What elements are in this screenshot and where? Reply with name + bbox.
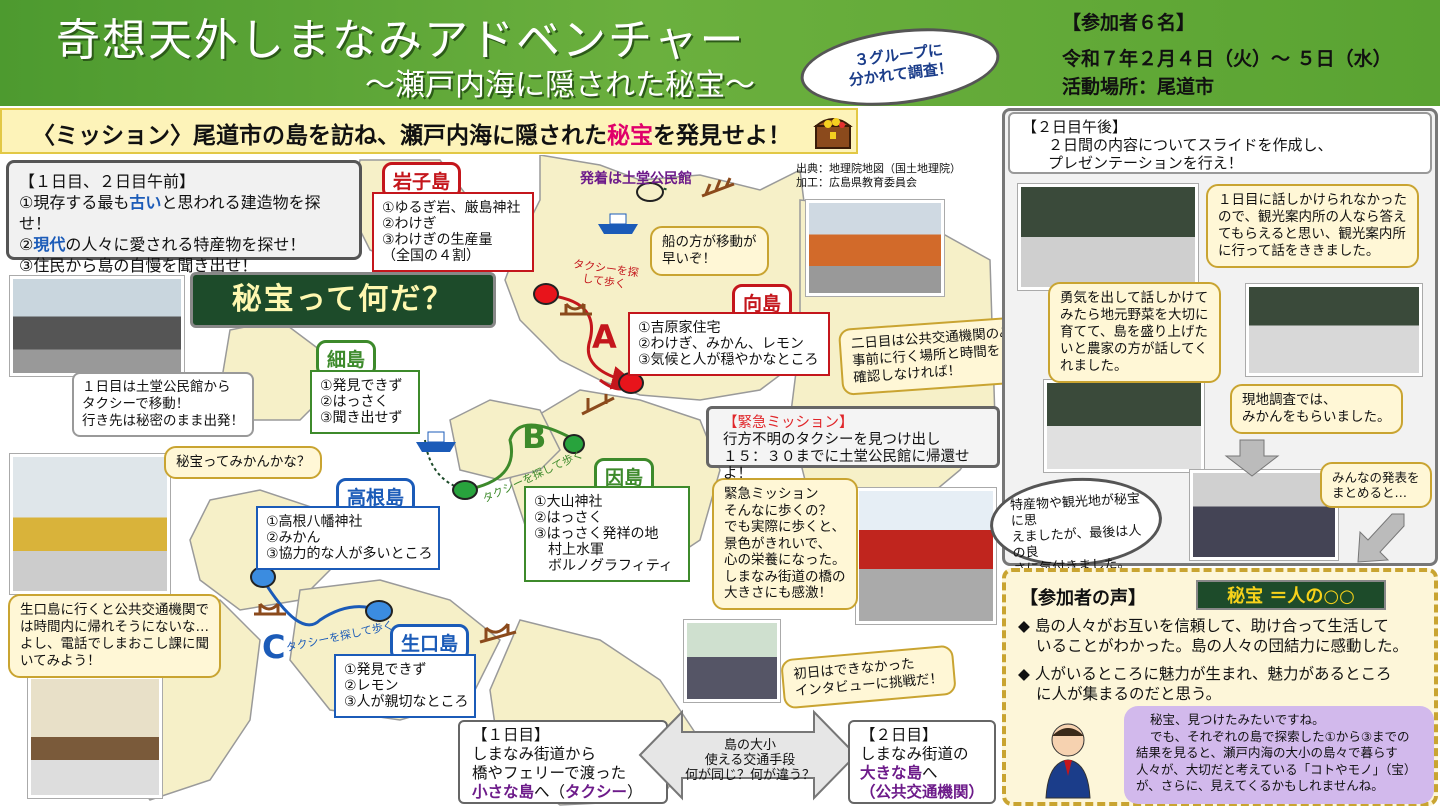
classroom-photo: [1018, 184, 1198, 290]
day1-summary-box: 【１日目】 しまなみ街道から 橋やフェリーで渡った 小さな島へ（タクシー）: [458, 720, 668, 804]
map-source-line1: 出典：地理院地図（国土地理院）: [796, 162, 961, 175]
route-c-label: C: [262, 628, 286, 666]
emergency-line2: １５：３０までに土堂公民館に帰還せよ！: [723, 449, 970, 482]
page-title: 奇想天外しまなみアドベンチャー: [56, 15, 746, 66]
map-source: 出典：地理院地図（国土地理院） 加工：広島県教育委員会: [796, 162, 961, 190]
group-photo: [1190, 470, 1338, 560]
route-a-start-dot: [533, 283, 559, 305]
slide-photo: [1246, 284, 1422, 376]
compare-arrow-text: 島の大小 使える交通手段 何が同じ？何が違う？: [684, 738, 815, 783]
ship-bubble: 船の方が移動が 早いぞ！: [650, 226, 769, 276]
bridge-icon: [254, 602, 286, 616]
ferry-icon: [598, 213, 638, 234]
day1-item3: ③住民から島の自慢を聞き出せ！: [19, 256, 258, 275]
teacher-avatar-icon: [1045, 723, 1091, 799]
ikuchi-note: 生口島に行くと公共交通機関で は時間内に帰れそうにないな… よし、電話でしまおこ…: [8, 594, 221, 678]
day1-mission-box: 【１日目、２日目午前】 ①現存する最も古いと思われる建造物を探せ！ ②現代の人々…: [6, 160, 362, 275]
walk-bubble: 緊急ミッション そんなに歩くの？ でも実際に歩くと、 景色がきれいで、 心の栄養…: [712, 478, 858, 610]
bridge-icon: [479, 623, 517, 644]
teacher-comment-bubble: 秘宝、見つけたみたいですね。 でも、それぞれの島で探索した①から③までの 結果を…: [1124, 706, 1434, 804]
bus-photo: [806, 200, 944, 296]
mikan-gift-bubble: 現地調査では、 みかんをもらいました。: [1230, 384, 1403, 434]
office-photo: [28, 676, 162, 798]
interview-photo: [684, 620, 780, 702]
event-location: 活動場所：尾道市: [1062, 76, 1215, 98]
himitsu-banner: 秘宝って何だ？: [190, 272, 496, 328]
day1-item1: ①現存する最も古いと思われる建造物を探せ！: [19, 193, 321, 233]
header-banner: [0, 0, 1440, 106]
event-dates: 令和７年２月４日（火）〜 ５日（水）: [1062, 48, 1392, 70]
route-b-end-dot: [563, 434, 585, 454]
voice-2: ◆ 人がいるところに魅力が生まれ、魅力があるところ に人が集まるのだと思う。: [1018, 665, 1392, 703]
route-c-end-dot: [365, 600, 393, 622]
emergency-title: 【緊急ミッション】: [723, 415, 854, 431]
island-list-mukai: ①吉原家住宅 ②わけぎ、みかん、レモン ③気候と人が穏やかなところ: [628, 312, 830, 376]
mikan-bubble: 秘宝ってみかんかな？: [164, 446, 323, 479]
day1-heading: 【１日目、２日目午前】: [19, 172, 196, 191]
route-b-label: B: [522, 418, 547, 456]
summary-bubble: みんなの発表を まとめると…: [1320, 462, 1432, 508]
voice-1: ◆ 島の人々がお互いを信頼して、助け合って生活して いることがわかった。島の人々…: [1018, 617, 1409, 655]
island-list-ikuchi: ①発見できず ②レモン ③人が親切なところ: [334, 654, 476, 718]
tourist-office-bubble: １日目に話しかけられなかった ので、観光案内所の人なら答え てもらえると思い、観…: [1206, 184, 1419, 268]
route-a-label: A: [592, 318, 617, 356]
taxi-photo: [10, 276, 184, 376]
secret-equation-banner: 秘宝 ＝人の○○: [1196, 580, 1386, 610]
mission-prefix: 〈ミッション〉尾道市の島を訪ね、瀬戸内海に隠された: [32, 123, 607, 149]
start-point-dot: [636, 182, 664, 202]
participants-count: 【参加者６名】: [1062, 12, 1196, 34]
route-b-start-dot: [452, 480, 478, 500]
map-source-line2: 加工：広島県教育委員会: [796, 176, 917, 189]
emergency-mission-box: 【緊急ミッション】 行方不明のタクシーを見つけ出し １５：３０までに土堂公民館に…: [706, 406, 1000, 482]
citrus-photo: [10, 454, 170, 594]
mission-bar: 〈ミッション〉尾道市の島を訪ね、瀬戸内海に隠された秘宝を発見せよ！: [0, 108, 858, 154]
day2-summary-box: 【２日目】 しまなみ街道の 大きな島へ （公共交通機関）: [848, 720, 996, 804]
island-list-takane: ①高根八幡神社 ②みかん ③協力的な人が多いところ: [256, 506, 440, 570]
taxi-note: １日目は土堂公民館から タクシーで移動！ 行き先は秘密のまま出発！: [72, 372, 254, 437]
page-subtitle: 〜瀬戸内海に隠された秘宝〜: [365, 68, 755, 103]
bridge-icon: [560, 302, 592, 316]
mission-highlight: 秘宝: [607, 123, 653, 149]
mission-suffix: を発見せよ！: [653, 123, 791, 149]
island-list-hoso: ①発見できず ②はっさく ③聞き出せず: [310, 370, 420, 434]
farmer-bubble: 勇気を出して話しかけて みたら地元野菜を大切に 育てて、島を盛り上げた いと農家…: [1048, 282, 1221, 383]
bridge-photo: [856, 488, 996, 624]
treasure-chest-icon: [813, 118, 853, 149]
day1-item2: ②現代の人々に愛される特産物を探せ！: [19, 235, 306, 254]
emergency-line1: 行方不明のタクシーを見つけ出し: [723, 432, 941, 448]
ferry-icon: [416, 431, 456, 452]
bridge-icon: [581, 394, 615, 416]
presentation-photo: [1044, 380, 1204, 472]
bridge-icon: [701, 177, 735, 198]
island-list-iwashi: ①ゆるぎ岩、厳島神社 ②わけぎ ③わけぎの生産量 （全国の４割）: [372, 192, 534, 272]
down-arrow-icon: [1224, 439, 1280, 477]
start-location-label: 発着は土堂公民館: [580, 171, 692, 187]
down-left-arrow-icon: [1357, 513, 1405, 563]
voices-title: 【参加者の声】: [1020, 588, 1146, 609]
island-list-in: ①大山神社 ②はっさく ③はっさく発祥の地 村上水軍 ボルノグラフィティ: [524, 486, 690, 582]
day2-afternoon-box: 【２日目午後】 ２日間の内容についてスライドを作成し、 プレゼンテーションを行え…: [1008, 112, 1432, 174]
